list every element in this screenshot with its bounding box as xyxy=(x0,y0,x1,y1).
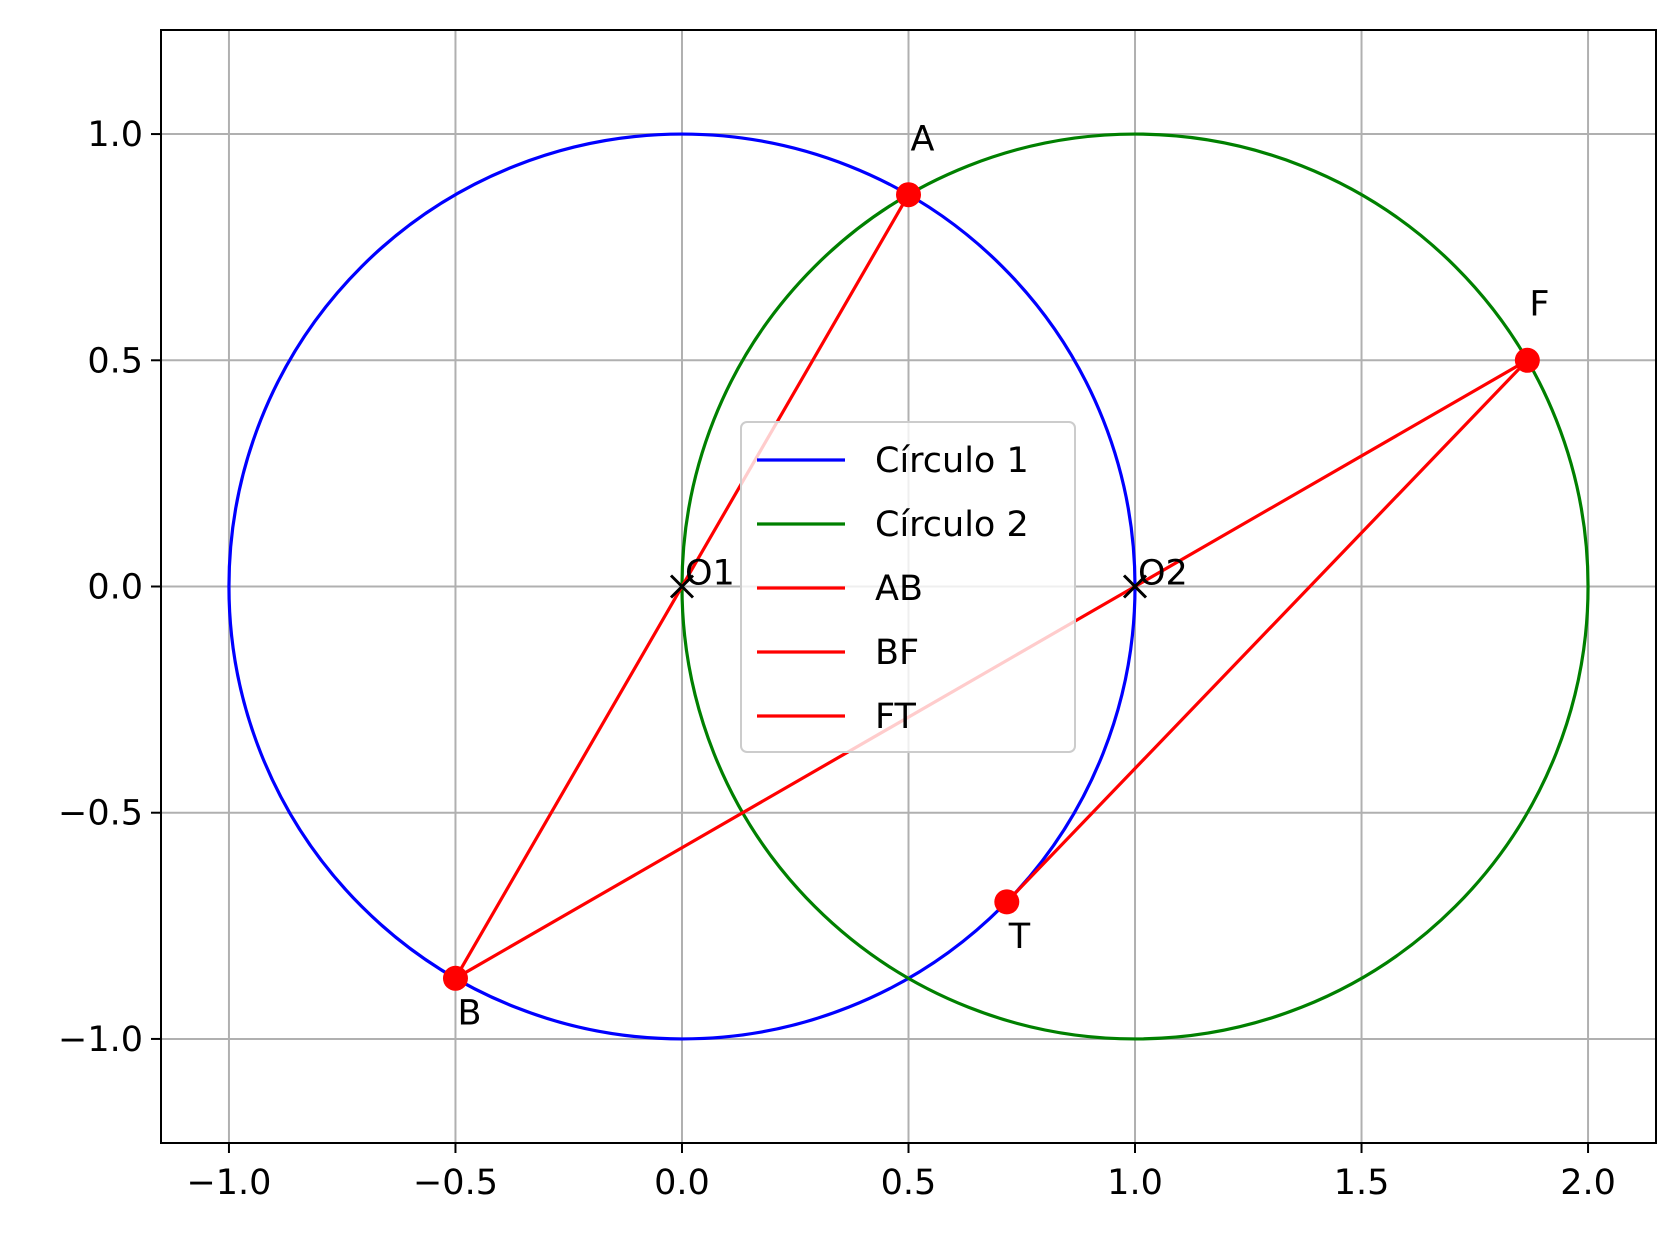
segment-ft xyxy=(1005,359,1529,903)
x-mark-stroke xyxy=(669,574,695,599)
center-label-o2: O2 xyxy=(1138,554,1188,594)
y-tick-label: −1.0 xyxy=(58,1020,143,1060)
x-tick-label: 0.0 xyxy=(654,1163,710,1203)
y-tick-label: 0.0 xyxy=(87,568,143,608)
legend-item-ft: FT xyxy=(757,697,917,737)
x-tick-label: −0.5 xyxy=(413,1163,498,1203)
point-t xyxy=(994,889,1020,915)
centers-layer: O1 O2 xyxy=(669,554,1188,599)
legend-item-bf: BF xyxy=(757,633,919,673)
legend-label: BF xyxy=(875,633,919,673)
legend-label: Círculo 1 xyxy=(875,441,1029,481)
point-label-a: A xyxy=(911,120,935,160)
legend-label: Círculo 2 xyxy=(875,505,1029,545)
point-label-f: F xyxy=(1529,284,1549,324)
x-tick-label: 2.0 xyxy=(1560,1163,1616,1203)
y-tick-label: 1.0 xyxy=(87,115,143,155)
point-a xyxy=(896,182,921,208)
x-tick-label: 0.5 xyxy=(881,1163,937,1203)
y-tick-label: −0.5 xyxy=(58,794,143,834)
center-marker-o1 xyxy=(669,574,695,599)
y-tick-label: 0.5 xyxy=(87,341,143,381)
center-label-o1: O1 xyxy=(685,554,735,594)
point-f xyxy=(1514,347,1540,373)
legend-item-c-rculo-1: Círculo 1 xyxy=(757,441,1029,481)
point-b xyxy=(442,965,468,991)
legend-box xyxy=(740,421,1076,753)
x-tick-label: 1.5 xyxy=(1334,1163,1390,1203)
legend-item-c-rculo-2: Círculo 2 xyxy=(757,505,1029,545)
legend-item-ab: AB xyxy=(757,569,923,609)
x-tick-label: 1.0 xyxy=(1107,1163,1163,1203)
ticks: −1.0 −0.5 0.0 0.5 1.0 1.5 2.0 −1.0 −0.5 0.0 0.5 1.0 xyxy=(58,115,1616,1203)
x-tick-label: −1.0 xyxy=(186,1163,271,1203)
legend-label: AB xyxy=(875,569,923,609)
legend-label: FT xyxy=(875,697,917,737)
point-label-b: B xyxy=(457,993,481,1033)
legend: Círculo 1 Círculo 2 AB BF FT xyxy=(740,421,1076,753)
center-marker-o2 xyxy=(1122,574,1148,599)
point-label-t: T xyxy=(1008,917,1031,957)
x-mark-stroke xyxy=(1122,574,1148,599)
